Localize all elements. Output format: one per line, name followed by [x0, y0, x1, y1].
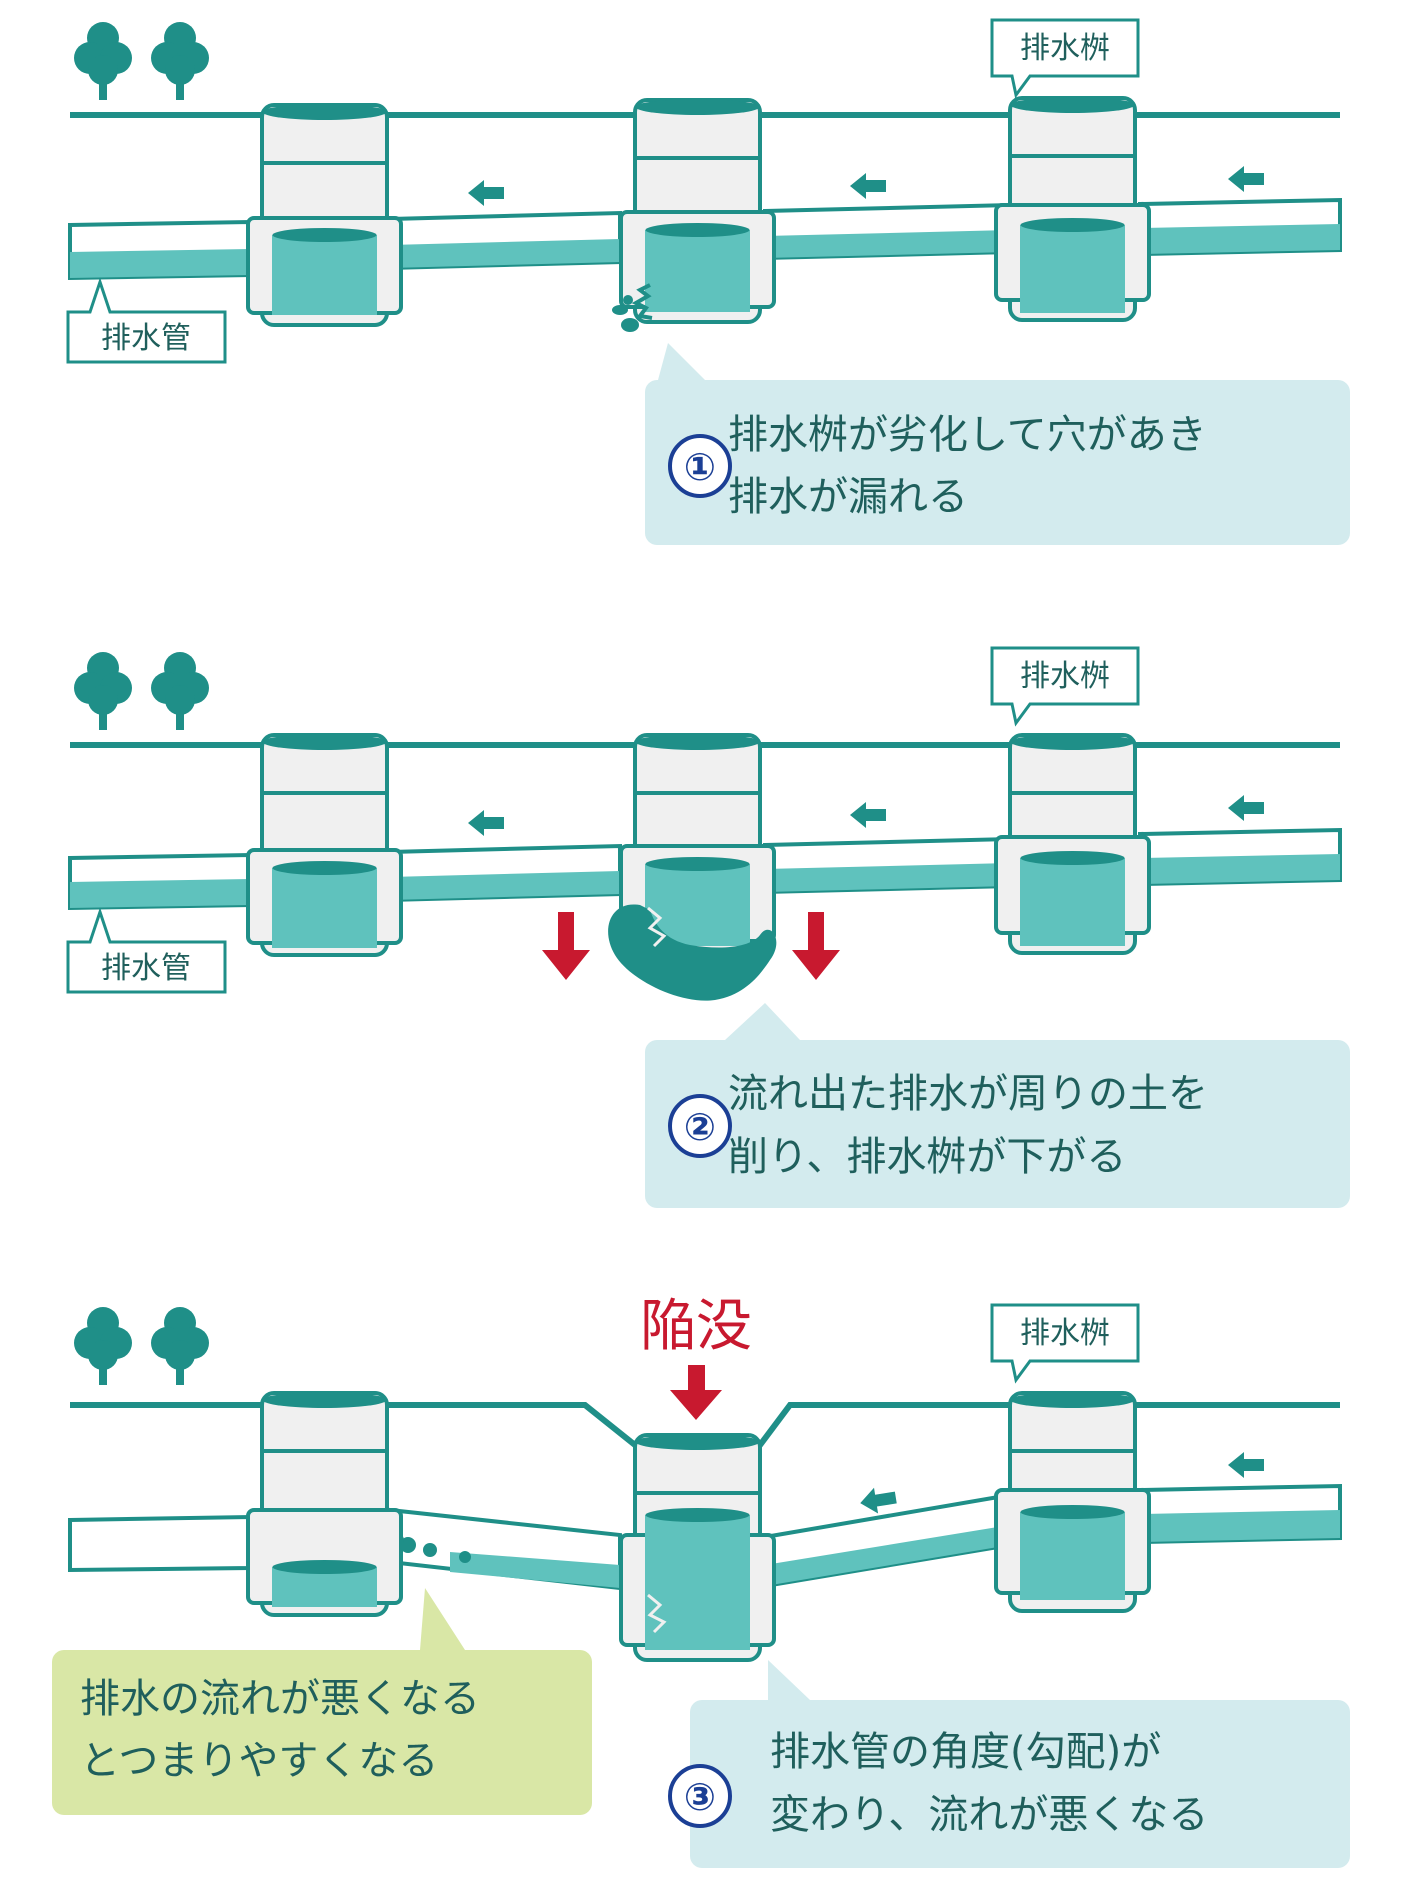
panel-1: 排水桝 排水管 ① 排水桝が劣化して穴があき 排水が漏れる [66, 18, 1350, 545]
tree-icon [74, 22, 132, 100]
info-line: 排水桝が劣化して穴があき [728, 412, 1207, 458]
tree-icon [74, 1307, 132, 1385]
note-box: 排水の流れが悪くなる とつまりやすくなる [52, 1588, 592, 1815]
info-line: 排水管の角度(勾配)が [770, 1729, 1161, 1775]
info-box: ① 排水桝が劣化して穴があき 排水が漏れる [645, 343, 1350, 545]
flow-arrow-left-icon [858, 1484, 898, 1516]
flow-arrow-left-icon [1228, 166, 1264, 192]
down-arrow-icon [542, 912, 590, 980]
down-arrow-icon [670, 1365, 722, 1420]
step-number-badge [668, 1764, 732, 1828]
tree-icon [74, 652, 132, 730]
flow-arrow-left-icon [468, 180, 504, 206]
panel-2: 排水桝 排水管 ② 流れ出た排水が周りの土を 削り、排水桝が下がる [66, 646, 1350, 1208]
step-number-badge [668, 434, 732, 498]
tree-icon [151, 652, 209, 730]
catch-basin-sunken [619, 1433, 776, 1662]
catch-basin [246, 733, 403, 957]
info-box: ③ 排水管の角度(勾配)が 変わり、流れが悪くなる [668, 1660, 1350, 1868]
label-drain-pipe: 排水管 [66, 277, 227, 364]
step-number: ① [684, 445, 716, 489]
label-text: 排水管 [101, 951, 191, 986]
info-line: 削り、排水桝が下がる [728, 1134, 1126, 1180]
tree-icon [151, 22, 209, 100]
down-arrow-icon [792, 912, 840, 980]
note-line: とつまりやすくなる [80, 1738, 438, 1784]
label-text: 排水桝 [1020, 659, 1110, 694]
catch-basin [246, 1391, 403, 1617]
flow-arrow-left-icon [1228, 1452, 1264, 1478]
flow-arrow-left-icon [468, 810, 504, 836]
catch-basin [246, 103, 403, 327]
label-drain-pipe: 排水管 [66, 907, 227, 994]
step-number: ② [684, 1105, 716, 1149]
drain-pipe [68, 827, 1342, 911]
label-text: 排水桝 [1020, 1316, 1110, 1351]
flow-arrow-left-icon [1228, 795, 1264, 821]
catch-basin-damaged [619, 98, 776, 324]
note-line: 排水の流れが悪くなる [80, 1676, 480, 1722]
drain-pipe [68, 1483, 1342, 1591]
catch-basin [994, 96, 1151, 322]
step-number: ③ [684, 1775, 716, 1819]
info-line: 流れ出た排水が周りの土を [728, 1071, 1208, 1117]
panel-3: 陥没 排水桝 排水の流れが悪くなる とつまりやすくなる ③ 排水管の角度(勾配)… [52, 1294, 1350, 1868]
info-line: 変わり、流れが悪くなる [770, 1792, 1208, 1838]
info-box: ② 流れ出た排水が周りの土を 削り、排水桝が下がる [645, 1003, 1350, 1208]
catch-basin [994, 1391, 1151, 1613]
subsidence-label: 陥没 [640, 1294, 752, 1359]
label-catch-basin: 排水桝 [990, 1303, 1140, 1384]
catch-basin [994, 733, 1151, 955]
tree-icon [151, 1307, 209, 1385]
label-catch-basin: 排水桝 [990, 18, 1140, 99]
info-line: 排水が漏れる [728, 474, 968, 520]
water-leak-icon [612, 283, 653, 332]
flow-arrow-left-icon [850, 802, 886, 828]
label-text: 排水管 [101, 321, 191, 356]
label-catch-basin: 排水桝 [990, 646, 1140, 727]
step-number-badge [668, 1094, 732, 1158]
drain-pipe [68, 197, 1342, 281]
flow-arrow-left-icon [850, 173, 886, 199]
label-text: 排水桝 [1020, 31, 1110, 66]
